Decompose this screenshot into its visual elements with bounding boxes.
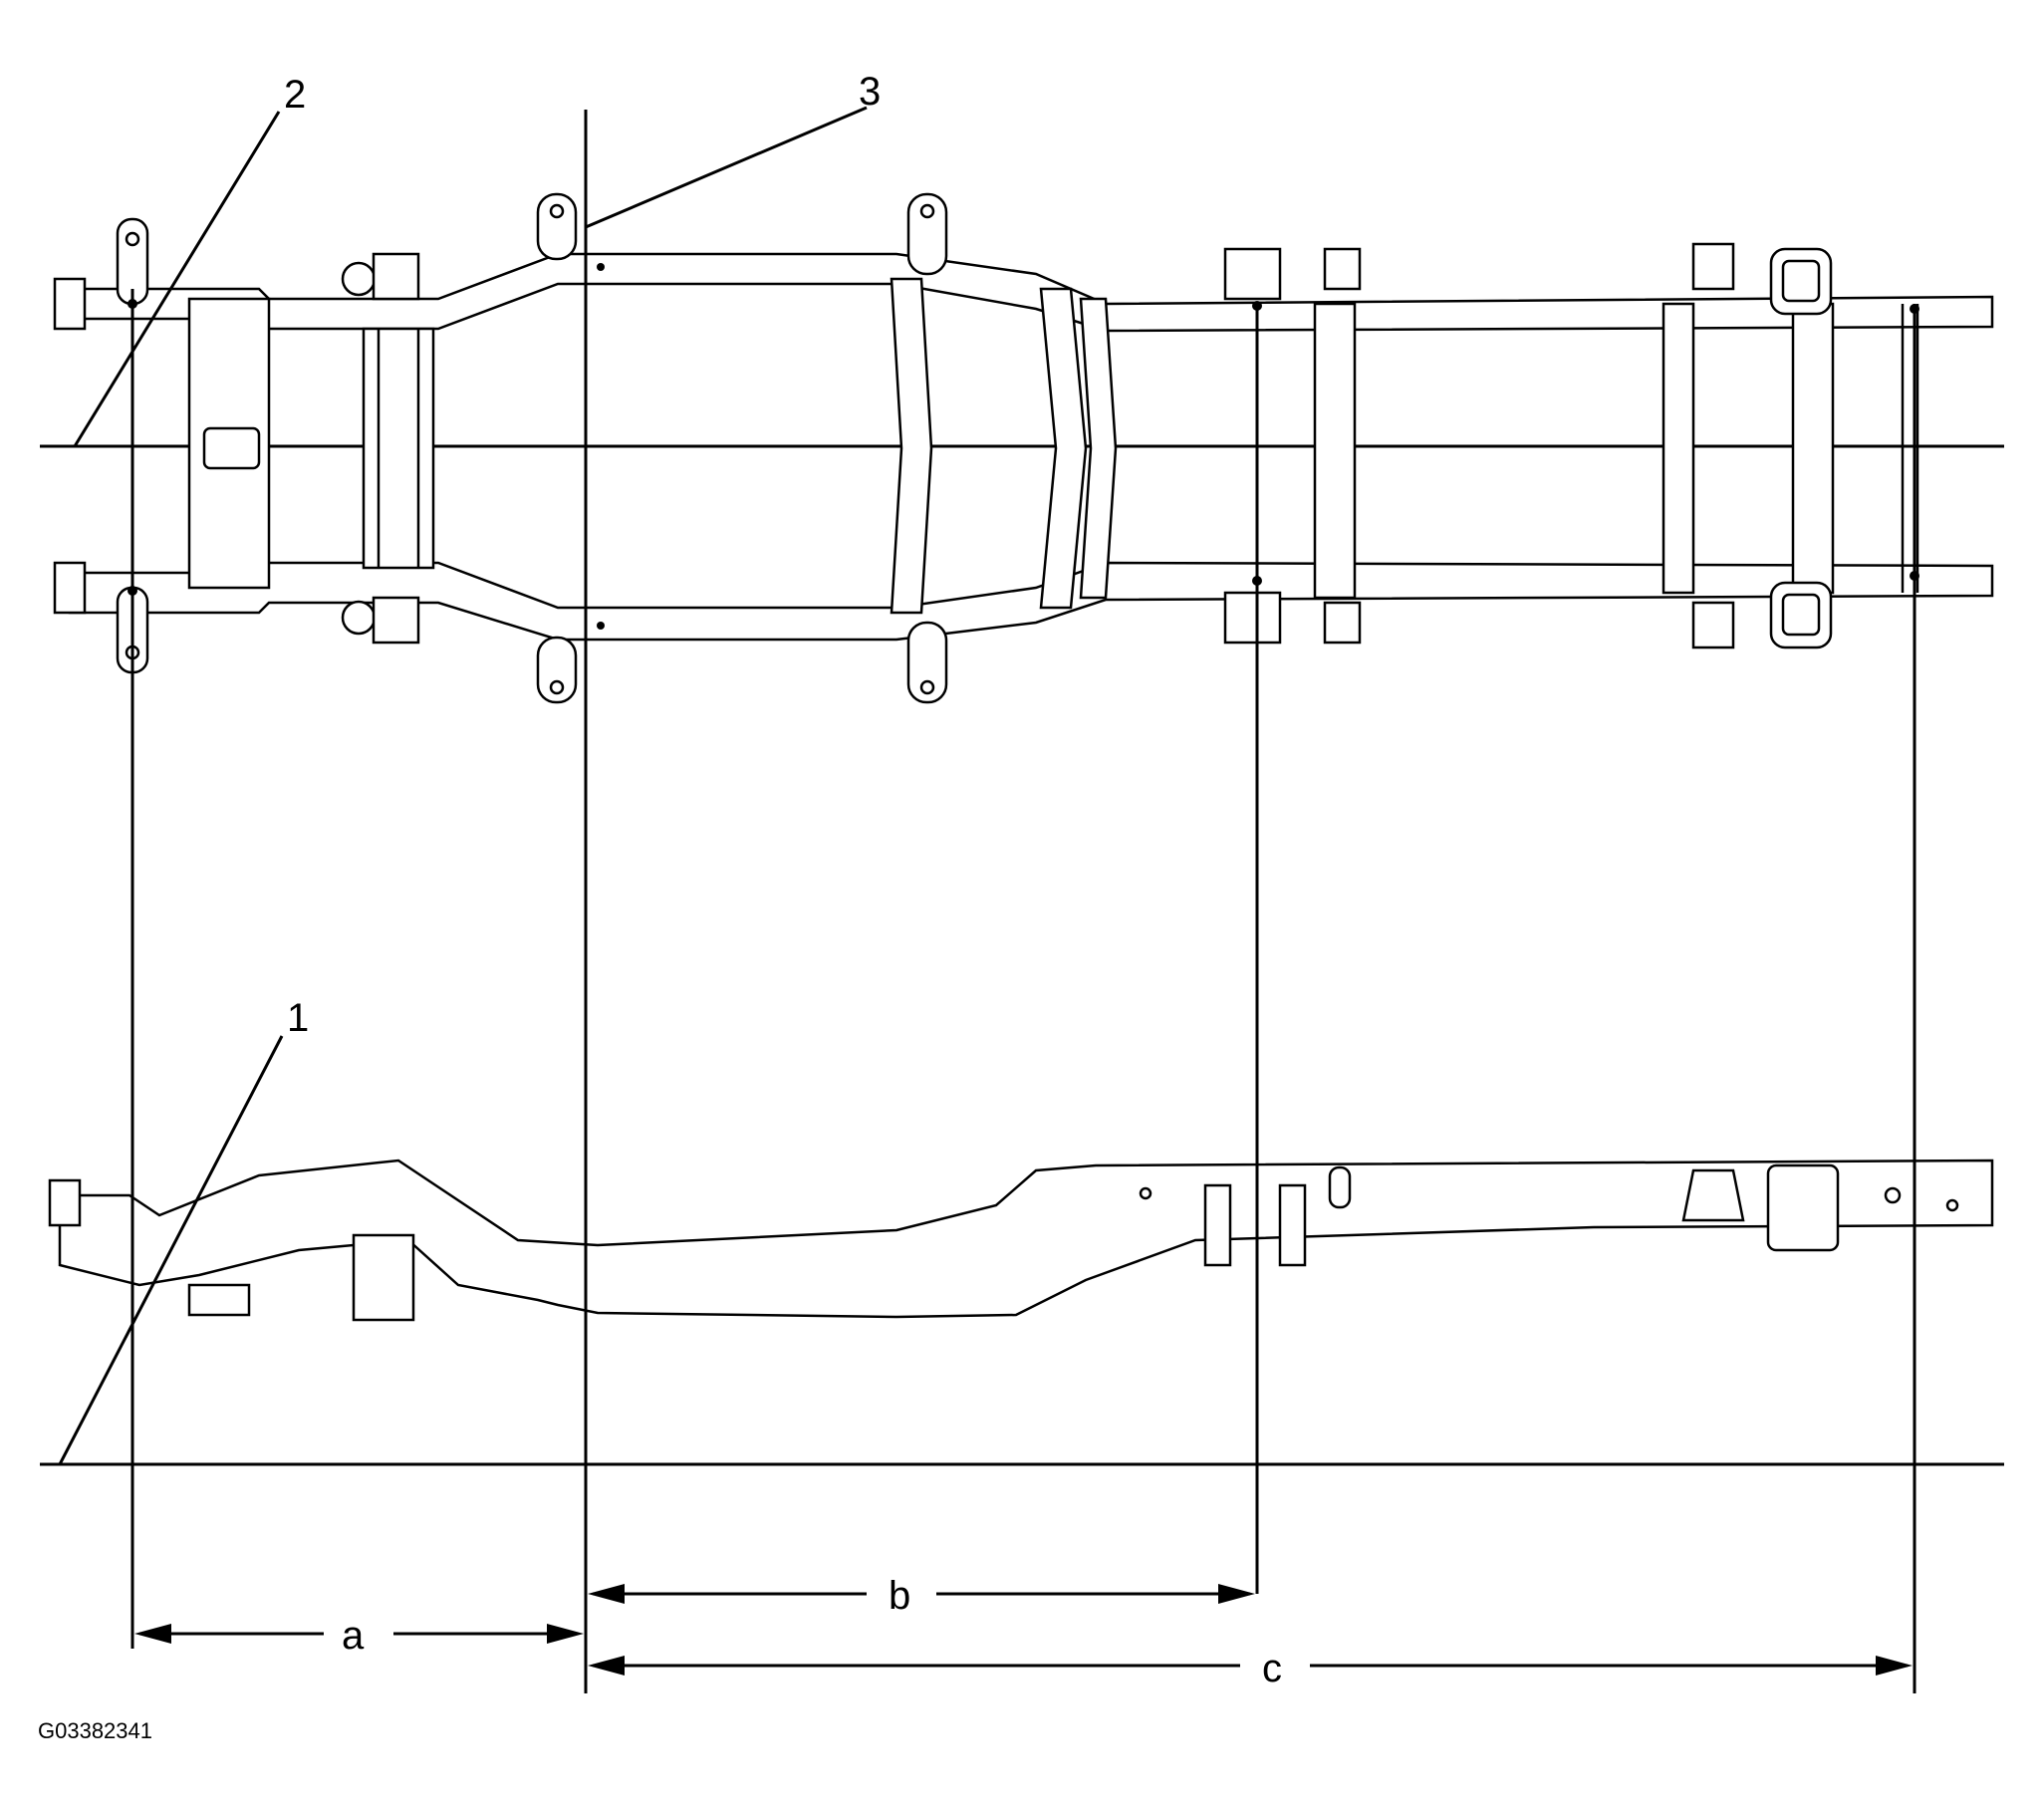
top-measurement-points <box>128 263 1919 630</box>
lower-frame-rail <box>68 561 1994 642</box>
rear-hangers <box>1769 247 1833 649</box>
side-front-bumper-bracket <box>48 1178 82 1227</box>
dimension-b-label: b <box>889 1574 910 1618</box>
frame-top-view <box>40 192 2004 704</box>
front-crossmember <box>187 252 435 645</box>
mid-crossmembers <box>890 277 1919 615</box>
callout-1: 1 <box>287 996 309 1040</box>
front-bracket-lower <box>53 561 87 615</box>
dimension-a-label: a <box>342 1614 365 1658</box>
mid-brackets <box>1223 242 1735 649</box>
front-mount-tabs <box>116 217 149 674</box>
side-slot <box>1328 1165 1352 1209</box>
side-mid-hanger-rear <box>1278 1183 1307 1267</box>
vertical-reference-lines <box>130 110 1916 1693</box>
leader-3 <box>585 106 868 229</box>
callout-leaders <box>58 106 868 1465</box>
side-front-hanger <box>352 1233 415 1322</box>
dimension-c-label: c <box>1262 1647 1282 1690</box>
dimension-arrows <box>134 1584 1913 1676</box>
side-rear-spring-hanger <box>1766 1163 1840 1252</box>
side-mid-hanger-front <box>1203 1183 1232 1267</box>
side-rear-gusset <box>1681 1168 1745 1222</box>
callout-2: 2 <box>284 73 306 117</box>
body-mount-tabs <box>536 192 948 704</box>
front-bracket-upper <box>53 277 87 331</box>
leader-1 <box>58 1035 284 1465</box>
figure-id: G03382341 <box>38 1718 152 1743</box>
leader-2 <box>73 111 281 447</box>
frame-side-view <box>48 1159 1994 1322</box>
callout-3: 3 <box>859 70 881 114</box>
side-front-lower-bracket <box>187 1283 251 1317</box>
